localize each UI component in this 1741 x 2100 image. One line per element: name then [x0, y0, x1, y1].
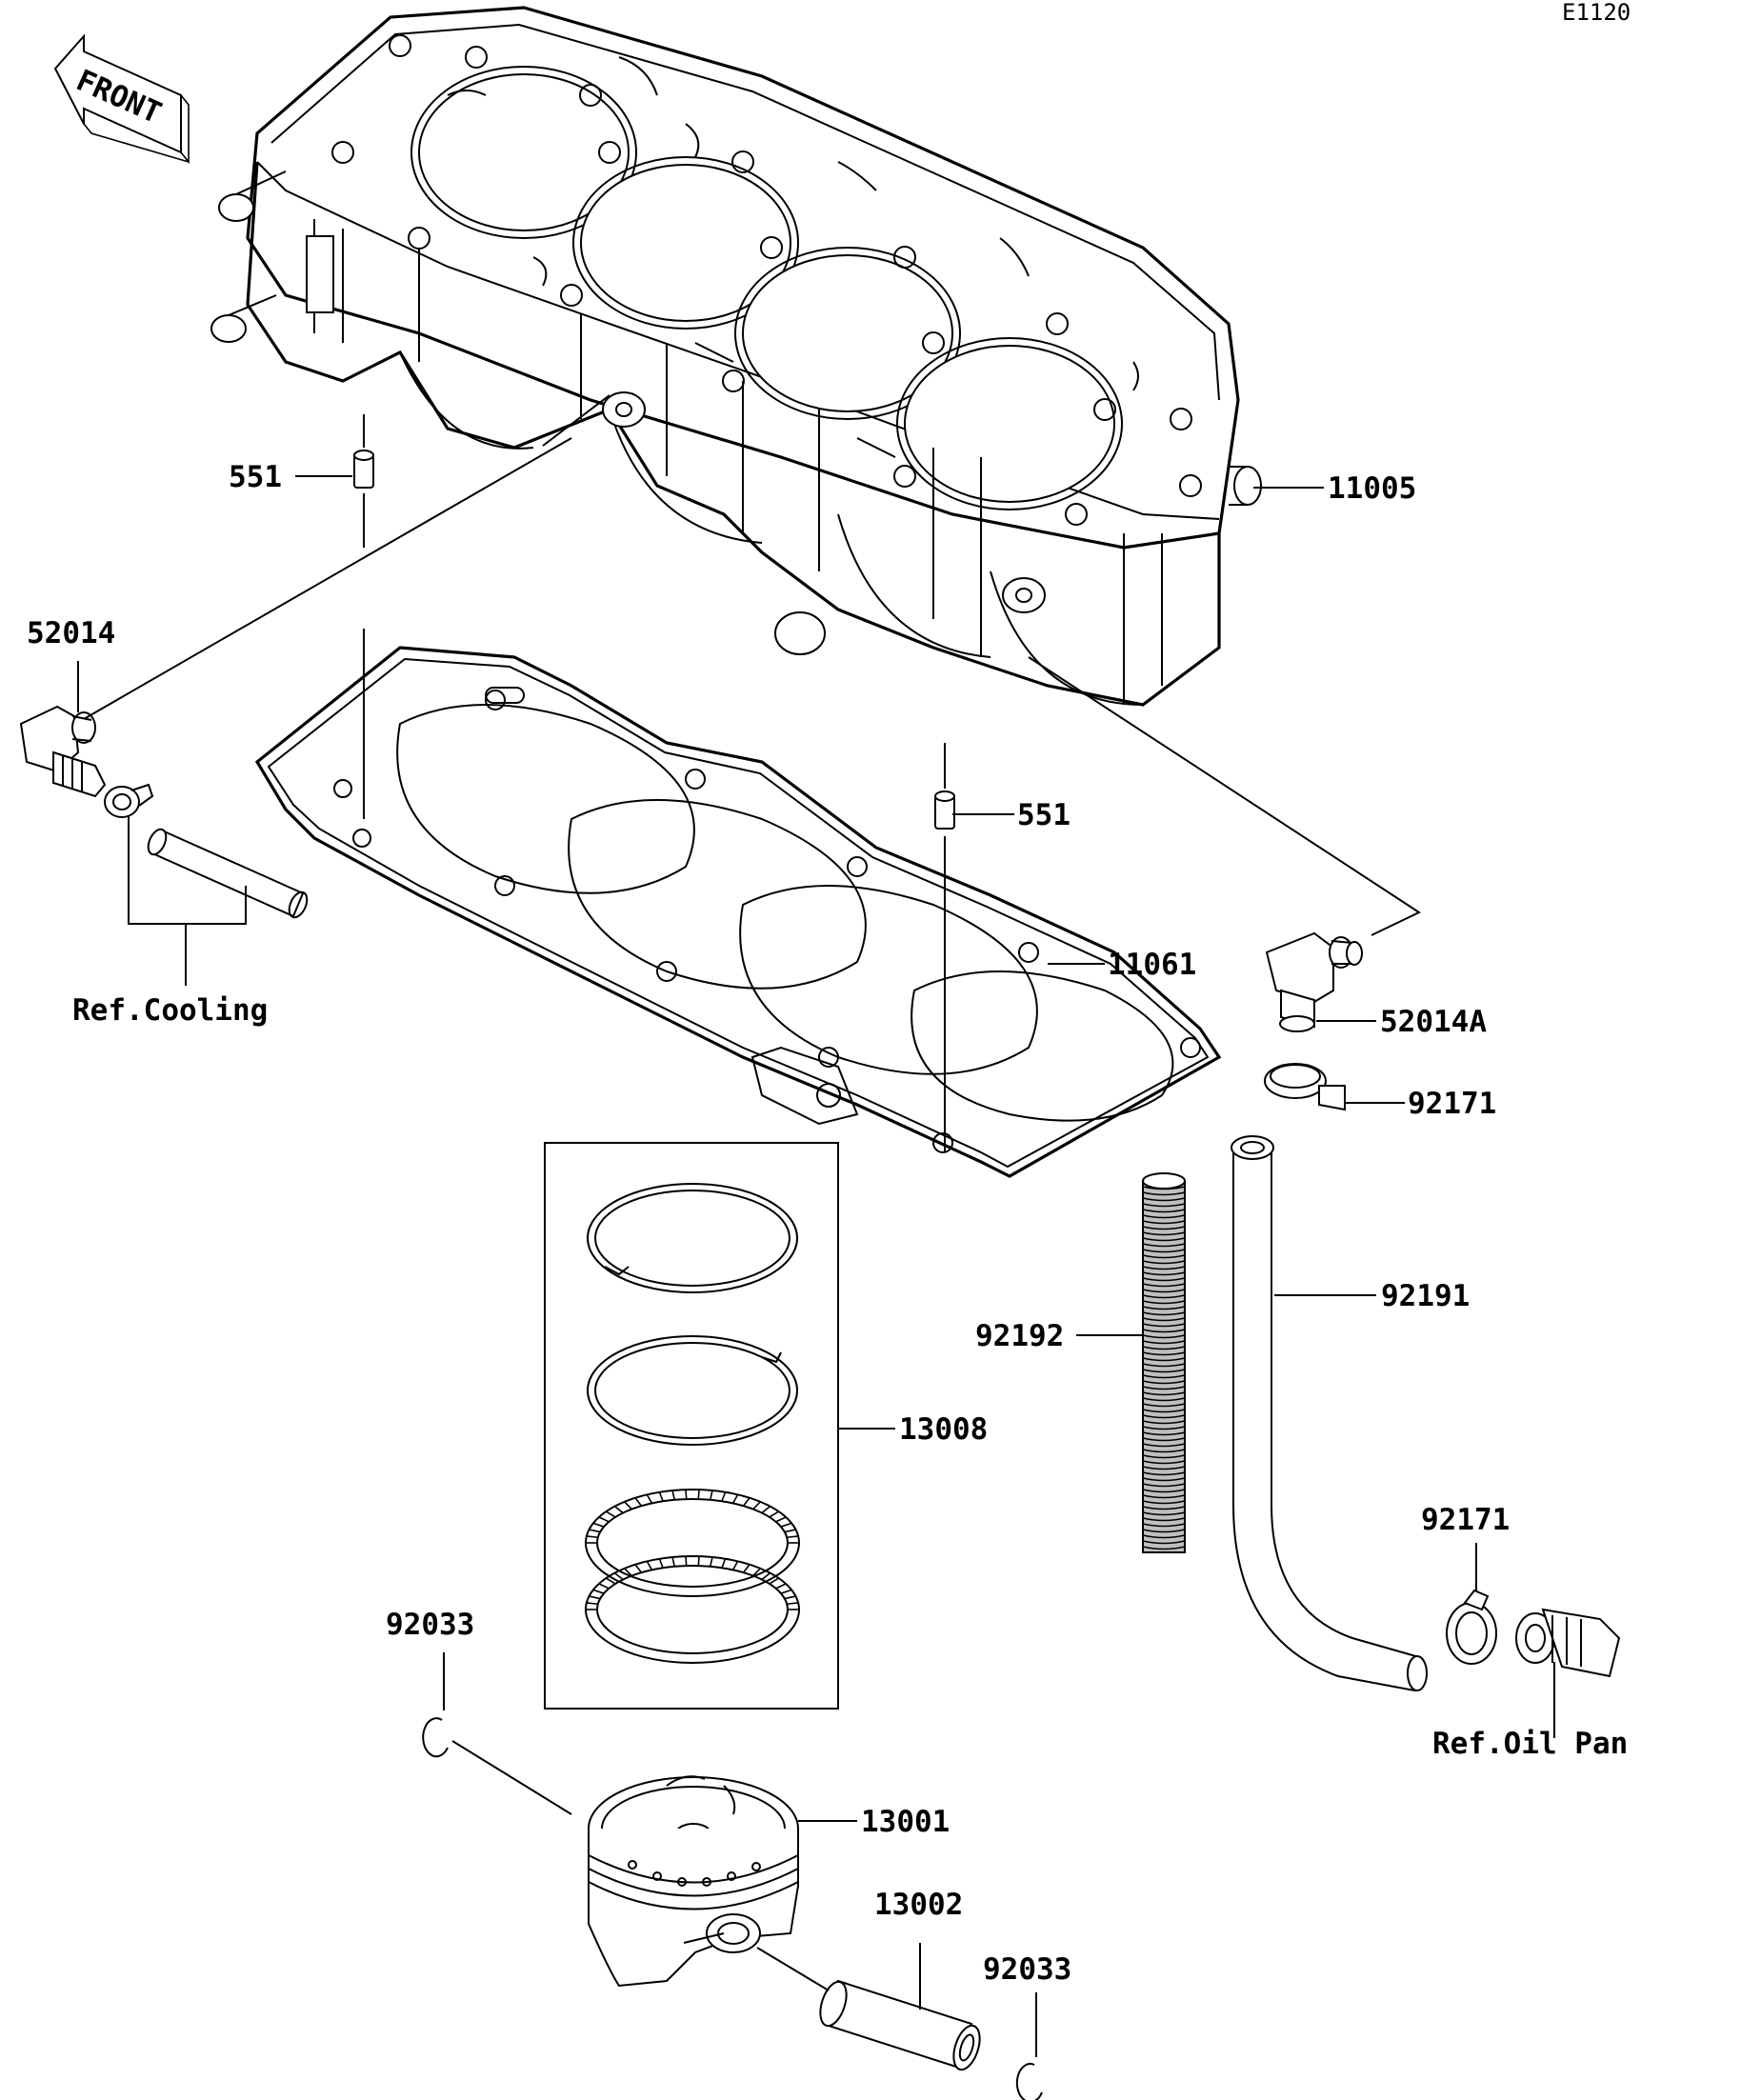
hose-clamp-right-top [1264, 1063, 1346, 1111]
label-11005: 11005 [1328, 471, 1416, 506]
label-92192: 92192 [975, 1319, 1064, 1353]
oil-pan-fitting [1515, 1608, 1621, 1738]
piston [588, 1775, 799, 1988]
label-13008: 13008 [899, 1412, 988, 1447]
hose-clamp-left [104, 783, 154, 818]
dowel-pin-right [934, 743, 955, 1152]
label-92033-left: 92033 [386, 1608, 474, 1642]
label-11061: 11061 [1108, 948, 1196, 982]
piston-pin [756, 1943, 981, 2071]
leader-lines [77, 475, 1405, 1822]
water-fitting-right [1028, 656, 1422, 1032]
dowel-pin-left [353, 414, 374, 819]
label-52014: 52014 [27, 616, 115, 650]
label-13001: 13001 [861, 1805, 950, 1839]
label-551-right: 551 [1017, 798, 1071, 832]
label-13002: 13002 [874, 1888, 963, 1922]
label-92033-right: 92033 [983, 1952, 1071, 1987]
water-fitting-left [19, 437, 572, 798]
cylinder-block [210, 6, 1262, 707]
cylinder-gasket [254, 646, 1222, 1178]
hose-spring [1142, 1172, 1186, 1553]
front-arrow-icon: FRONT [53, 33, 190, 165]
ref-oil-pan-label: Ref.Oil Pan [1432, 1727, 1628, 1761]
piston-ring-set [544, 1142, 895, 1710]
breather-hose [1231, 1135, 1428, 1692]
part-labels: 11005 551 551 52014 11061 52014A 92171 9… [27, 460, 1628, 1987]
ref-cooling-bracket [128, 815, 247, 986]
circlip-left [422, 1652, 572, 1815]
hose-clamp-right-bottom [1446, 1543, 1497, 1665]
label-92171-top: 92171 [1408, 1087, 1496, 1121]
diagram-code: E1120 [1562, 0, 1631, 26]
label-92171-bottom: 92171 [1421, 1503, 1510, 1537]
label-52014A: 52014A [1380, 1005, 1487, 1039]
ref-cooling-label: Ref.Cooling [72, 993, 268, 1028]
circlip-right [1015, 1992, 1043, 2100]
label-92191: 92191 [1381, 1279, 1470, 1313]
label-551-left: 551 [229, 460, 282, 494]
hose-left [147, 828, 309, 919]
